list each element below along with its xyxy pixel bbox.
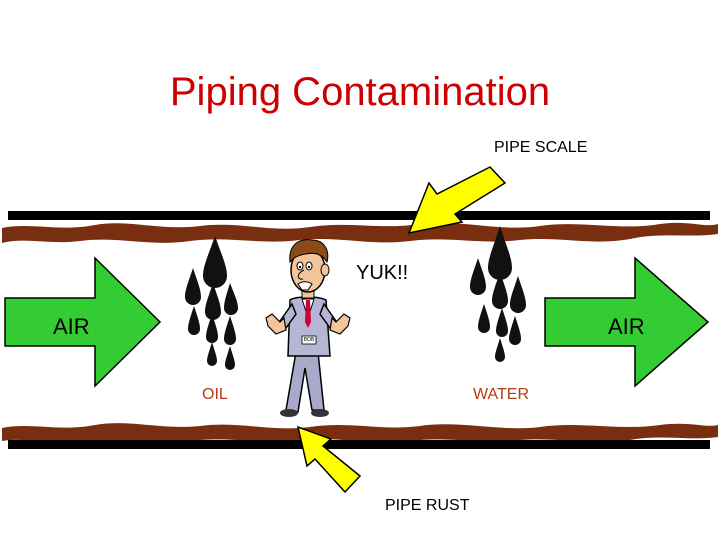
pipe-scale-label: PIPE SCALE xyxy=(494,139,588,156)
air-inlet-label: AIR xyxy=(53,314,90,339)
droplet-icon xyxy=(203,236,227,288)
droplet-icon xyxy=(470,258,486,295)
droplet-icon xyxy=(495,338,505,362)
droplet-icon xyxy=(488,226,512,280)
pipe-scale-arrow-icon xyxy=(407,166,507,235)
droplet-icon xyxy=(496,308,508,337)
droplet-icon xyxy=(509,316,521,345)
pipe-rust-arrow-icon xyxy=(296,425,362,494)
oil-label: OIL xyxy=(202,386,228,403)
droplet-icon xyxy=(492,272,508,309)
air-outlet-label: AIR xyxy=(608,314,645,339)
slide-title: Piping Contamination xyxy=(169,70,551,114)
droplet-icon xyxy=(206,314,218,343)
droplet-icon xyxy=(510,276,526,313)
droplet-icon xyxy=(205,283,221,320)
bottom-rust-layer xyxy=(2,423,718,443)
top-rust-layer xyxy=(2,222,718,243)
droplet-icon xyxy=(224,283,238,315)
oil-droplets xyxy=(185,236,238,370)
exclamation-label: YUK!! xyxy=(356,262,409,284)
droplet-icon xyxy=(478,304,490,333)
droplet-icon xyxy=(207,342,217,366)
droplet-icon xyxy=(185,268,201,305)
badge-label: BOB xyxy=(303,337,315,343)
air-arrow-left xyxy=(4,256,162,388)
water-label: WATER xyxy=(473,386,529,403)
pipe-rust-label: PIPE RUST xyxy=(385,497,470,514)
name-badge xyxy=(301,335,317,345)
cartoon-man xyxy=(265,239,351,417)
droplet-icon xyxy=(224,316,236,345)
top-pipe-wall xyxy=(2,211,718,243)
water-droplets xyxy=(470,226,526,362)
air-arrow-right xyxy=(544,256,710,388)
droplet-icon xyxy=(188,306,200,335)
droplet-icon xyxy=(225,346,235,370)
bottom-pipe-wall xyxy=(2,423,718,449)
